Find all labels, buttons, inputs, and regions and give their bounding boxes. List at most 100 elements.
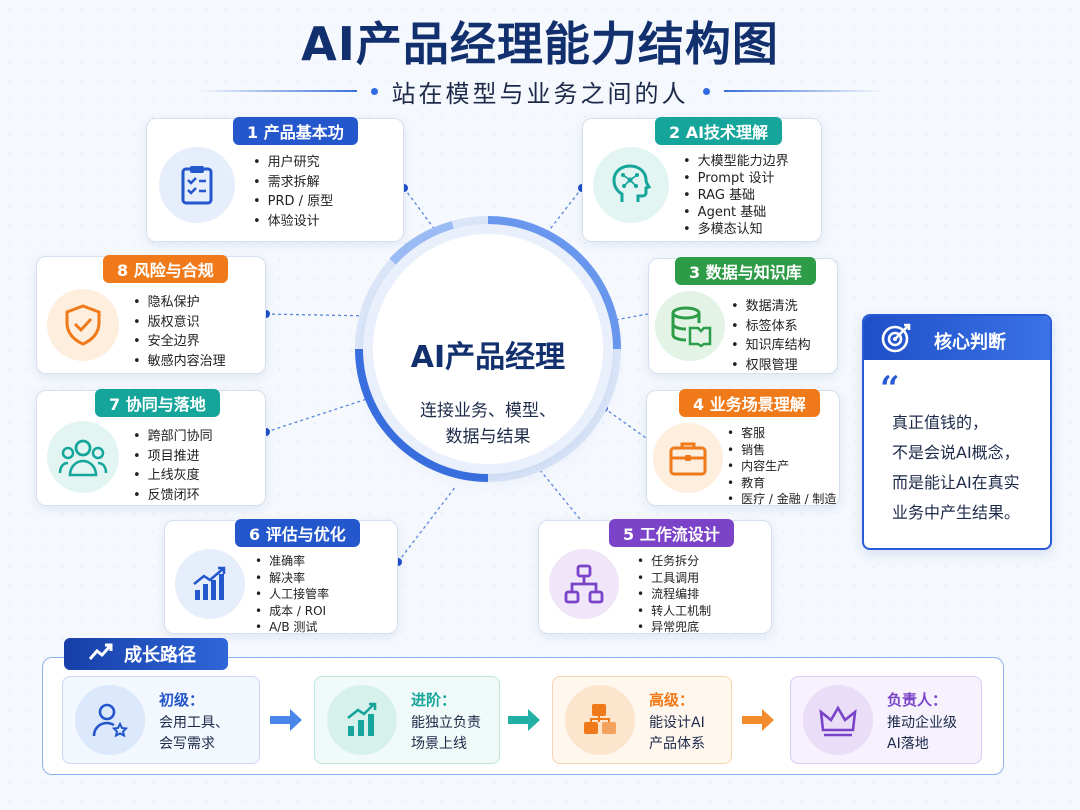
list-item: 流程编排 [637,586,711,603]
subtitle-line-right [723,90,884,92]
list-item: 敏感内容治理 [133,352,226,372]
module-tag-8: 8 风险与合规 [103,255,228,283]
list-item: 知识库结构 [731,336,811,356]
stage-desc-line: AI落地 [887,736,929,752]
growth-stage-lead: 负责人： 推动企业级 AI落地 [790,676,982,764]
growth-stage-junior: 初级： 会用工具、 会写需求 [62,676,260,764]
shield-check-icon [47,289,119,361]
list-item: 多模态认知 [683,221,789,238]
center-subtitle-line2: 数据与结果 [445,427,531,447]
module-card-1: 1 产品基本功 用户研究 需求拆解 PRD / 原型 体验设计 [146,117,404,242]
workflow-icon [549,549,619,619]
list-item: 反馈闭环 [133,486,213,506]
module-items-5: 任务拆分 工具调用 流程编排 转人工机制 异常兜底 [637,553,711,636]
module-items-8: 隐私保护 版权意识 安全边界 敏感内容治理 [133,293,226,371]
judgement-line: 真正值钱的， [892,413,989,432]
growth-stage-senior: 高级： 能设计AI 产品体系 [552,676,732,764]
stage-desc-line: 产品体系 [649,736,705,752]
subtitle-dot-right [702,87,710,95]
center-subtitle: 连接业务、模型、 数据与结果 [373,398,603,450]
list-item: 需求拆解 [253,173,333,193]
module-items-7: 跨部门协同 项目推进 上线灰度 反馈闭环 [133,427,213,505]
quote-icon: “ [880,369,900,409]
list-item: 版权意识 [133,313,226,333]
stage-desc: 能设计AI 产品体系 [649,713,705,755]
list-item: 上线灰度 [133,466,213,486]
subtitle-row: 站在模型与业务之间的人 [0,74,1080,108]
core-judgement-panel: 核心判断 “ 真正值钱的， 不是会说AI概念， 而是能让AI在真实 业务中产生结… [862,314,1052,550]
module-card-4: 4 业务场景理解 客服 销售 内容生产 教育 医疗 / 金融 / 制造 [646,389,840,508]
subtitle-line-left [196,90,357,92]
module-card-6: 6 评估与优化 准确率 解决率 人工接管率 成本 / ROI A/B 测试 [164,519,398,636]
user-star-icon [75,685,145,755]
briefcase-icon [653,423,723,493]
list-item: 隐私保护 [133,293,226,313]
list-item: 客服 [727,425,836,442]
stage-title: 初级： [159,691,205,709]
subtitle-dot-left [370,87,378,95]
judgement-line: 而是能让AI在真实 [892,473,1020,492]
list-item: 跨部门协同 [133,427,213,447]
module-tag-3: 3 数据与知识库 [675,257,816,285]
growth-path-title: 成长路径 [124,645,196,666]
stage-title: 负责人： [887,691,948,709]
module-tag-7: 7 协同与落地 [95,389,220,417]
arrow-right-icon [270,709,302,731]
team-icon [47,421,119,493]
stage-desc-line: 推动企业级 [887,715,957,731]
module-tag-4: 4 业务场景理解 [679,389,820,417]
stage-desc-line: 会写需求 [159,736,215,752]
list-item: 成本 / ROI [255,603,329,620]
module-tag-1: 1 产品基本功 [233,117,358,145]
list-item: 任务拆分 [637,553,711,570]
core-judgement-header: 核心判断 [864,316,1050,360]
list-item: 权限管理 [731,356,811,376]
list-item: 大模型能力边界 [683,153,789,170]
list-item: Prompt 设计 [683,170,789,187]
module-items-4: 客服 销售 内容生产 教育 医疗 / 金融 / 制造 [727,425,836,508]
stage-desc: 推动企业级 AI落地 [887,713,957,755]
list-item: 项目推进 [133,447,213,467]
bar-chart-trend-icon [175,549,245,619]
core-judgement-title: 核心判断 [934,332,1006,353]
module-items-6: 准确率 解决率 人工接管率 成本 / ROI A/B 测试 [255,553,329,636]
list-item: 安全边界 [133,332,226,352]
module-tag-6: 6 评估与优化 [235,519,360,547]
center-subtitle-line1: 连接业务、模型、 [420,401,556,421]
arrow-right-icon [508,709,540,731]
judgement-line: 不是会说AI概念， [892,443,1020,462]
center-title: AI产品经理 [410,340,566,375]
database-book-icon [655,291,725,361]
module-card-2: 2 AI技术理解 大模型能力边界 Prompt 设计 RAG 基础 Agent … [582,117,822,242]
stage-desc-line: 能设计AI [649,715,705,731]
page-subtitle: 站在模型与业务之间的人 [391,79,689,108]
bar-chart-up-icon [327,685,397,755]
judgement-line: 业务中产生结果。 [892,503,1021,522]
clipboard-checklist-icon [159,147,235,223]
cubes-icon [565,685,635,755]
list-item: 转人工机制 [637,603,711,620]
module-card-7: 7 协同与落地 跨部门协同 项目推进 上线灰度 反馈闭环 [36,389,266,506]
stage-title: 进阶： [411,691,457,709]
list-item: 人工接管率 [255,586,329,603]
growth-stage-advanced: 进阶： 能独立负责 场景上线 [314,676,500,764]
list-item: 工具调用 [637,570,711,587]
stage-desc-line: 场景上线 [411,736,467,752]
crown-icon [803,685,873,755]
list-item: Agent 基础 [683,204,789,221]
stage-desc-line: 会用工具、 [159,715,229,731]
list-item: 内容生产 [727,458,836,475]
list-item: 销售 [727,442,836,459]
page-title: AI产品经理能力结构图 [301,17,779,71]
module-card-8: 8 风险与合规 隐私保护 版权意识 安全边界 敏感内容治理 [36,255,266,374]
stage-desc: 会用工具、 会写需求 [159,713,229,755]
module-card-3: 3 数据与知识库 数据清洗 标签体系 知识库结构 权限管理 [648,257,838,376]
list-item: 用户研究 [253,153,333,173]
center-circle [373,234,603,464]
module-items-1: 用户研究 需求拆解 PRD / 原型 体验设计 [253,153,334,232]
list-item: RAG 基础 [683,187,789,204]
growth-path-tag: 成长路径 [64,638,228,670]
list-item: 教育 [727,475,836,492]
list-item: 体验设计 [253,212,333,232]
stage-desc: 能独立负责 场景上线 [411,713,481,755]
